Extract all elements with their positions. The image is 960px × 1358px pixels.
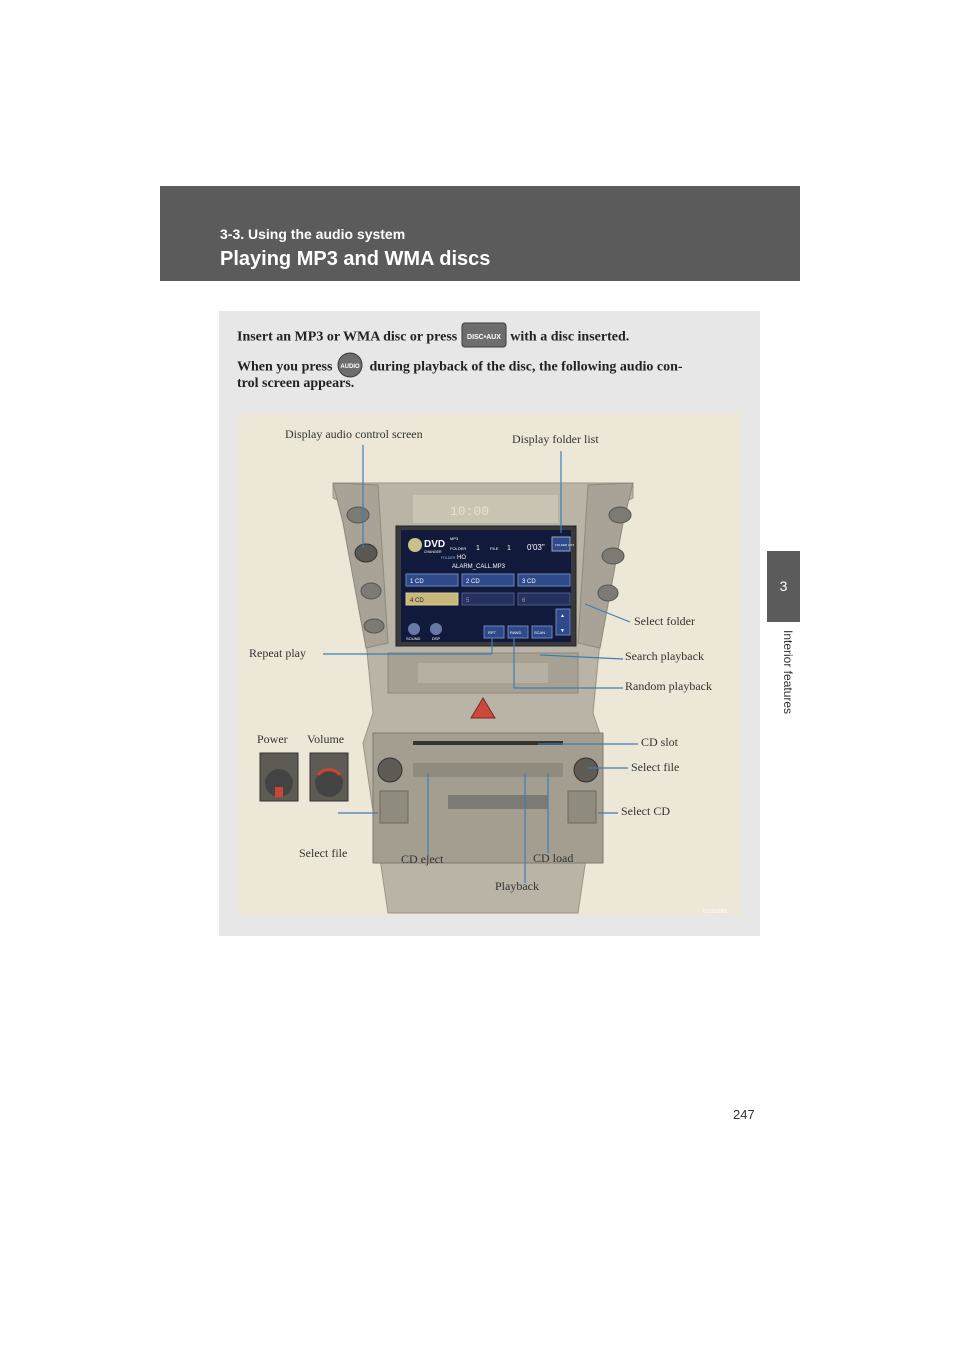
file-name: ALARM_CALL.MP3 [452, 564, 506, 570]
disc-button[interactable] [517, 592, 571, 606]
cd-slot[interactable] [413, 741, 563, 745]
source-sub-label: CHANGER [424, 550, 442, 554]
intro-line-2: When you press AUDIO during playback of … [237, 352, 683, 383]
folder-up-down-button[interactable] [555, 608, 571, 636]
disc-label: 2 CD [466, 579, 480, 585]
rpt-button[interactable] [483, 625, 505, 639]
svg-text:AUDIO: AUDIO [340, 364, 360, 370]
up-arrow-icon: ▲ [560, 613, 565, 619]
svg-text:DISC•AUX: DISC•AUX [467, 334, 501, 341]
disc-buttons: 1 CD 2 CD 3 CD 4 CD 5 6 [405, 573, 571, 606]
disc-button[interactable] [517, 573, 571, 587]
folder-list-button[interactable] [551, 536, 571, 552]
page-number: 247 [733, 1107, 755, 1122]
side-button[interactable] [346, 506, 370, 524]
tune-file-knob[interactable] [573, 757, 599, 783]
hazard-icon[interactable] [470, 697, 496, 719]
folder-tag: FOLDER [441, 556, 456, 560]
folder-number: 1 [476, 545, 480, 552]
sound-icon [408, 623, 420, 635]
down-arrow-icon: ▼ [560, 628, 565, 634]
folder-name: HO [457, 555, 466, 561]
chapter-tab: 3 [767, 551, 800, 622]
callout-display-folder: Display folder list [512, 432, 599, 446]
sound-button-label: SOUND [406, 636, 421, 641]
clock-text: 10:00 [450, 504, 489, 519]
left-wing [332, 482, 389, 649]
climate-buttons [418, 663, 548, 683]
callout-power: Power [257, 732, 288, 746]
audio-panel-illustration: 10:00 DVD CHANGER MP3 FOLDER 1 FILE 1 0'… [259, 445, 728, 915]
dsp-button-label: DSP [432, 636, 441, 641]
page-title: Playing MP3 and WMA discs [220, 248, 491, 270]
play-time: 0'03" [527, 543, 545, 552]
ch-disc-button[interactable] [567, 790, 597, 824]
clock-display [413, 495, 558, 523]
pwr-vol-knob[interactable] [377, 757, 403, 783]
chapter-header: 3-3. Using the audio system Playing MP3 … [160, 186, 800, 281]
intro-text: during playback of the disc, the followi… [369, 359, 683, 375]
side-button[interactable] [608, 506, 632, 524]
folder-list-label: FOLDER LIST [555, 543, 575, 547]
intro-line-3: trol screen appears. [237, 376, 355, 391]
callout-select-file-right: Select file [631, 760, 680, 774]
volume-knob [315, 769, 343, 797]
side-button[interactable] [363, 618, 385, 634]
intro-text: with a disc inserted. [510, 329, 630, 345]
callout-cd-slot: CD slot [641, 735, 679, 749]
format-label: MP3 [450, 536, 459, 541]
disc-label: 5 [466, 598, 470, 604]
source-label: DVD [424, 539, 445, 550]
volume-rotate-icon [316, 768, 342, 777]
disc-label: 3 CD [522, 579, 536, 585]
callout-display-audio: Display audio control screen [285, 427, 423, 441]
folder-label: FOLDER [450, 546, 466, 551]
scan-button[interactable] [531, 625, 553, 639]
side-button[interactable] [360, 582, 382, 600]
side-button[interactable] [597, 584, 619, 602]
disc-aux-button-icon: DISC•AUX [461, 322, 507, 353]
section-title: 3-3. Using the audio system [220, 226, 406, 242]
disc-button[interactable] [405, 573, 459, 587]
disc-label: 1 CD [410, 579, 424, 585]
disc-button[interactable] [461, 592, 515, 606]
rpt-label: RPT [488, 630, 497, 635]
scan-label: SCAN [534, 630, 545, 635]
disc-icon [408, 538, 422, 552]
callout-repeat-play: Repeat play [249, 646, 306, 660]
callout-search-playback: Search playback [625, 649, 704, 663]
power-knob [265, 769, 293, 797]
logic-control-deck [448, 795, 548, 809]
rand-label: RAND [510, 630, 521, 635]
audio-panel-figure: 10:00 DVD CHANGER MP3 FOLDER 1 FILE 1 0'… [238, 413, 741, 916]
figure-id: ILY33S062 [703, 909, 728, 915]
callout-cd-eject: CD eject [401, 852, 444, 866]
callout-select-file-left: Select file [299, 846, 348, 860]
disc-button[interactable] [461, 573, 515, 587]
callout-playback: Playback [495, 879, 539, 893]
callout-cd-load: CD load [533, 851, 574, 865]
power-press-icon [275, 787, 283, 797]
callout-select-cd: Select CD [621, 804, 670, 818]
intro-text: When you press [237, 359, 333, 375]
callout-random-playback: Random playback [625, 679, 712, 693]
callout-volume: Volume [307, 732, 345, 746]
callout-lines [323, 445, 638, 883]
disc-button[interactable] [405, 592, 459, 606]
side-button[interactable] [601, 547, 625, 565]
disc-label: 6 [522, 598, 526, 604]
file-label: FILE [490, 546, 499, 551]
file-number: 1 [507, 545, 511, 552]
audio-button-icon: AUDIO [336, 352, 366, 383]
disc-label: 4 CD [410, 598, 424, 604]
seek-track-button[interactable] [379, 790, 409, 824]
intro-line-1: Insert an MP3 or WMA disc or press DISC•… [237, 322, 629, 353]
audio-side-button[interactable] [354, 543, 378, 563]
intro-text: Insert an MP3 or WMA disc or press [237, 329, 458, 345]
callout-select-folder: Select folder [634, 614, 695, 628]
rand-button[interactable] [507, 625, 529, 639]
source-buttons [413, 763, 563, 777]
dsp-icon [430, 623, 442, 635]
chapter-label: Interior features [781, 630, 795, 715]
